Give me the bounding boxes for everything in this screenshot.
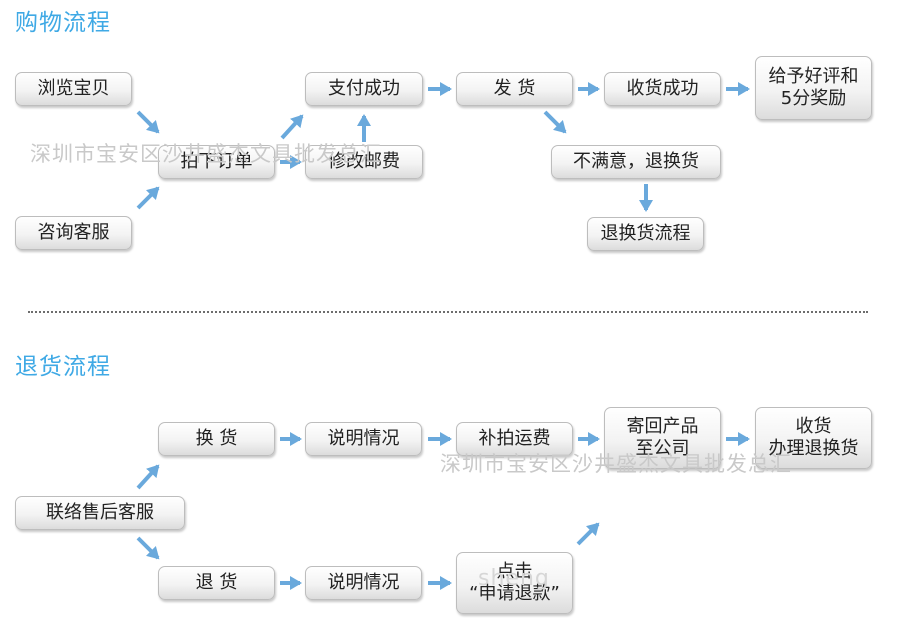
arrow-icon: [543, 110, 567, 134]
arrow-icon: [576, 522, 600, 546]
node-good-review: 给予好评和 5分奖励: [755, 56, 872, 120]
node-receive-process: 收货 办理退换货: [755, 407, 872, 469]
arrow-icon: [136, 464, 160, 490]
node-exchange: 换 货: [158, 422, 275, 456]
arrow-icon: [136, 110, 160, 134]
purchase-flow-title: 购物流程: [15, 10, 111, 36]
node-explain-exchange: 说明情况: [305, 422, 422, 456]
node-browse: 浏览宝贝: [15, 72, 132, 106]
watermark-text: 深圳市宝安区沙井盛杰文具批发总汇: [440, 452, 792, 476]
node-unsatisfied: 不满意，退换货: [551, 145, 721, 179]
return-flow-title: 退货流程: [15, 354, 111, 380]
node-place-order: 拍下订单: [158, 145, 275, 179]
node-received: 收货成功: [604, 72, 721, 106]
arrow-icon: [280, 114, 304, 140]
watermark-text: 深圳市宝安区沙井盛杰文具批发总汇: [30, 142, 382, 166]
node-return-process: 退换货流程: [587, 217, 704, 251]
node-contact-aftersales: 联络售后客服: [15, 496, 185, 530]
arrow-icon: [136, 536, 160, 560]
node-ship: 发 货: [456, 72, 573, 106]
node-explain-refund: 说明情况: [305, 566, 422, 600]
arrow-icon: [136, 186, 160, 210]
watermark-fragment: sheng: [478, 566, 550, 591]
node-change-postage: 修改邮费: [305, 145, 423, 179]
node-pay-extra-shipping: 补拍运费: [456, 422, 573, 456]
node-refund: 退 货: [158, 566, 275, 600]
section-divider: [28, 311, 868, 313]
node-apply-refund: 点击 “申请退款”: [456, 552, 573, 614]
node-send-back: 寄回产品 至公司: [604, 407, 721, 469]
node-consult: 咨询客服: [15, 216, 132, 250]
node-payment-success: 支付成功: [305, 72, 423, 106]
